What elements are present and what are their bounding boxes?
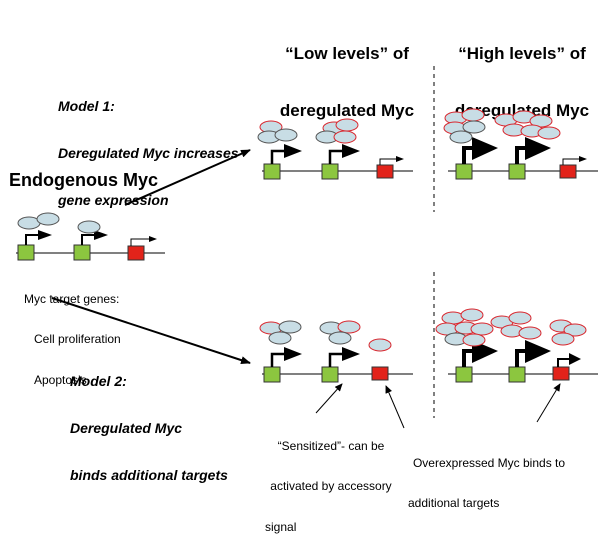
model1-low-gene-set: [257, 118, 413, 180]
gene-box-green: [455, 163, 473, 180]
myc-protein: [77, 220, 101, 234]
promoter-arrow-icon: [515, 349, 526, 367]
cell-proliferation-label: Cell proliferation: [34, 332, 121, 347]
low-levels-header-line2: deregulated Myc: [279, 101, 415, 121]
gene-box-green: [17, 244, 35, 261]
model1-line2: Deregulated Myc increases: [58, 145, 239, 162]
myc-protein: [563, 323, 587, 337]
apoptosis-label: Apoptosis: [34, 372, 87, 387]
myc-protein: [337, 320, 361, 334]
overexpressed-line2: additional targets: [408, 496, 500, 511]
promoter-arrow-icon: [25, 234, 38, 245]
myc-protein: [462, 333, 486, 347]
promoter-arrow-icon: [562, 158, 579, 165]
arrow-sensitized: [315, 383, 343, 414]
model2-line2: Deregulated Myc: [70, 420, 183, 437]
myc-protein: [537, 126, 561, 140]
gene-box-red: [559, 164, 577, 179]
low-levels-header: “Low levels” of deregulated Myc: [262, 6, 432, 139]
myc-protein: [274, 128, 298, 142]
gene-box-red: [127, 245, 145, 261]
gene-box-green: [263, 163, 281, 180]
myc-protein: [518, 326, 542, 340]
model1-label: Model 1: Deregulated Myc increases gene …: [58, 68, 239, 225]
myc-protein: [328, 331, 352, 345]
model2-low-gene-set: [259, 320, 413, 383]
arrow-overexpressed-right: [536, 383, 561, 423]
myc-protein: [36, 212, 60, 226]
gene-box-green: [73, 244, 91, 261]
myc-target-genes-line1: Myc target genes:: [24, 291, 120, 306]
myc-protein: [470, 322, 494, 336]
gene-box-green: [263, 366, 281, 383]
low-levels-header-line1: “Low levels” of: [285, 44, 409, 64]
promoter-arrow-icon: [328, 352, 342, 367]
promoter-arrow-icon: [515, 146, 526, 164]
gene-box-red: [376, 164, 394, 179]
myc-protein: [449, 130, 473, 144]
promoter-arrow-icon: [270, 352, 284, 367]
endogenous-gene-set: [16, 212, 165, 261]
model2-title: Model 2:: [70, 373, 127, 390]
myc-protein: [508, 311, 532, 325]
promoter-arrow-icon: [557, 358, 570, 367]
gene-box-green: [321, 163, 339, 180]
model1-high-gene-set: [443, 108, 598, 180]
myc-protein: [551, 332, 575, 346]
high-levels-header-line1: “High levels” of: [458, 44, 586, 64]
model2-high-gene-set: [435, 308, 598, 383]
model1-line3: gene expression: [58, 192, 169, 209]
myc-protein: [368, 338, 392, 352]
promoter-arrow-icon: [328, 149, 342, 164]
arrow-to-model1: [124, 149, 251, 206]
endogenous-myc-title: Endogenous Myc: [9, 170, 159, 190]
myc-protein: [333, 130, 357, 144]
overexpressed-line1: Overexpressed Myc binds to: [412, 455, 566, 470]
myc-protein: [268, 331, 292, 345]
model1-title: Model 1:: [58, 98, 115, 115]
myc-target-genes-label: Myc target genes: Cell proliferation Apo…: [24, 266, 121, 400]
promoter-arrow-icon: [379, 158, 396, 165]
arrow-overexpressed-left: [385, 385, 405, 429]
promoter-arrow-icon: [81, 234, 94, 245]
gene-box-green: [321, 366, 339, 383]
promoter-arrow-icon: [462, 349, 473, 367]
promoter-arrow-icon: [270, 149, 284, 164]
promoter-arrow-icon: [130, 238, 149, 246]
sensitized-line1: “Sensitized”- can be: [277, 438, 385, 453]
gene-box-red: [371, 366, 389, 381]
gene-box-green: [455, 366, 473, 383]
promoter-arrow-icon: [462, 146, 473, 164]
myc-protein: [462, 120, 486, 134]
arrow-to-model2: [51, 297, 251, 364]
gene-box-green: [508, 366, 526, 383]
myc-protein: [335, 118, 359, 132]
myc-protein: [461, 108, 485, 122]
gene-box-green: [508, 163, 526, 180]
sensitized-line3: signal: [265, 519, 297, 534]
gene-box-red: [552, 366, 570, 381]
myc-protein: [278, 320, 302, 334]
myc-diagram: [16, 66, 598, 429]
myc-protein: [460, 308, 484, 322]
sensitized-line2: activated by accessory: [270, 479, 392, 494]
